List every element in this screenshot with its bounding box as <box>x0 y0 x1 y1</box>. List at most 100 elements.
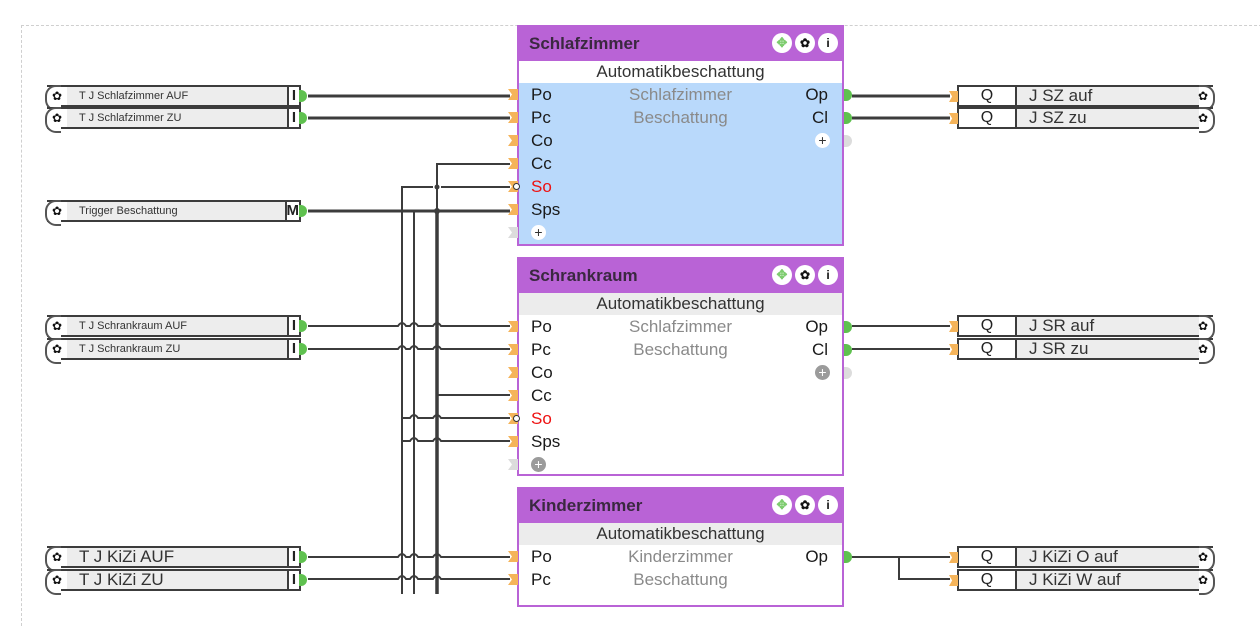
function-block-schrankraum[interactable]: Schrankraum ✥ ✿ i Automatikbeschattung P… <box>508 257 852 476</box>
input-label: Sps <box>531 200 561 219</box>
input-block[interactable]: ✿ T J KiZi ZU I <box>45 569 307 595</box>
input-port-co[interactable] <box>508 367 518 378</box>
add-input-icon[interactable]: + <box>531 457 546 472</box>
input-port-cc[interactable] <box>508 158 518 169</box>
output-port[interactable] <box>299 205 307 217</box>
input-port[interactable] <box>949 575 958 586</box>
input-port[interactable] <box>949 91 958 102</box>
input-port-sps[interactable] <box>508 204 518 215</box>
gear-icon[interactable]: ✿ <box>1197 573 1209 587</box>
output-label: Cl <box>811 340 828 359</box>
output-port[interactable] <box>299 574 307 586</box>
output-port[interactable] <box>299 551 307 563</box>
output-port-op[interactable] <box>844 89 852 101</box>
input-port-cc[interactable] <box>508 390 518 401</box>
gear-icon[interactable]: ✿ <box>1197 89 1209 103</box>
output-port[interactable] <box>299 90 307 102</box>
input-block[interactable]: ✿ T J Schrankraum ZU I <box>45 338 307 364</box>
input-block[interactable]: ✿ T J Schlafzimmer AUF I <box>45 85 307 111</box>
gear-icon[interactable]: ✿ <box>51 573 63 587</box>
gear-icon[interactable]: ✿ <box>51 550 63 564</box>
wire-sr-so <box>402 414 510 419</box>
output-label: Op <box>805 85 828 104</box>
add-input-icon[interactable]: + <box>531 225 546 240</box>
gear-icon[interactable]: ✿ <box>51 204 63 218</box>
gear-icon[interactable]: ✿ <box>51 319 63 333</box>
output-port-cl[interactable] <box>844 344 852 356</box>
input-port-po[interactable] <box>508 89 518 100</box>
block-title: Kinderzimmer <box>529 496 643 515</box>
gear-icon[interactable]: ✿ <box>1197 111 1209 125</box>
negation-icon <box>513 415 520 422</box>
block-header[interactable]: Schrankraum ✥ ✿ i <box>519 259 842 293</box>
output-name: J KiZi O auf <box>1017 548 1199 566</box>
output-block[interactable]: Q J SR auf ✿ <box>949 315 1215 341</box>
output-port-empty[interactable] <box>844 367 852 379</box>
gear-icon[interactable]: ✿ <box>51 342 63 356</box>
input-type: I <box>291 87 297 104</box>
output-port[interactable] <box>299 320 307 332</box>
function-block-schlafzimmer[interactable]: Schlafzimmer ✥ ✿ i Automatikbeschattung … <box>508 25 852 246</box>
input-port-po[interactable] <box>508 551 518 562</box>
input-port-empty[interactable] <box>508 227 518 238</box>
output-block[interactable]: Q J SZ zu ✿ <box>949 107 1215 133</box>
input-type: I <box>291 340 297 357</box>
output-block[interactable]: Q J SZ auf ✿ <box>949 85 1215 111</box>
input-port[interactable] <box>949 113 958 124</box>
junction-dot <box>434 184 440 190</box>
input-block[interactable]: ✿ T J Schlafzimmer ZU I <box>45 107 307 133</box>
gear-icon[interactable]: ✿ <box>795 495 815 515</box>
output-port-empty[interactable] <box>844 135 852 147</box>
wiring-layer <box>308 94 950 594</box>
info-icon[interactable]: i <box>818 495 838 515</box>
output-block[interactable]: Q J KiZi W auf ✿ <box>949 569 1215 595</box>
output-block[interactable]: Q J SR zu ✿ <box>949 338 1215 364</box>
block-header[interactable]: Schlafzimmer ✥ ✿ i <box>519 27 842 61</box>
function-block-kinderzimmer[interactable]: Kinderzimmer ✥ ✿ i Automatikbeschattung … <box>508 487 852 607</box>
info-icon[interactable]: i <box>818 33 838 53</box>
output-port[interactable] <box>299 112 307 124</box>
move-icon[interactable]: ✥ <box>772 265 792 285</box>
input-type: I <box>291 109 297 126</box>
input-block[interactable]: ✿ T J Schrankraum AUF I <box>45 315 307 341</box>
block-header[interactable]: Kinderzimmer ✥ ✿ i <box>519 489 842 523</box>
output-port-op[interactable] <box>844 321 852 333</box>
input-port-co[interactable] <box>508 135 518 146</box>
gear-icon[interactable]: ✿ <box>795 265 815 285</box>
output-port-op[interactable] <box>844 551 852 563</box>
wire-kizi-zu-pc <box>308 575 510 580</box>
add-output-icon[interactable]: + <box>815 133 830 148</box>
input-port-empty[interactable] <box>508 459 518 470</box>
block-body: Po Schlafzimmer Op Pc Beschattung Cl Co … <box>508 315 852 474</box>
info-icon[interactable]: i <box>818 265 838 285</box>
input-block[interactable]: ✿ Trigger Beschattung M <box>45 200 307 226</box>
input-port-pc[interactable] <box>508 574 518 585</box>
output-port-cl[interactable] <box>844 112 852 124</box>
input-port[interactable] <box>949 321 958 332</box>
gear-icon[interactable]: ✿ <box>1197 319 1209 333</box>
move-icon[interactable]: ✥ <box>772 33 792 53</box>
gear-icon[interactable]: ✿ <box>51 111 63 125</box>
input-label: Po <box>531 85 552 104</box>
input-port-sps[interactable] <box>508 436 518 447</box>
output-port[interactable] <box>299 343 307 355</box>
output-block[interactable]: Q J KiZi O auf ✿ <box>949 546 1215 572</box>
input-port[interactable] <box>949 552 958 563</box>
input-block[interactable]: ✿ T J KiZi AUF I <box>45 546 307 572</box>
output-type: Q <box>959 109 1017 127</box>
input-port-pc[interactable] <box>508 344 518 355</box>
move-icon[interactable]: ✥ <box>772 495 792 515</box>
gear-icon[interactable]: ✿ <box>1197 342 1209 356</box>
gear-icon[interactable]: ✿ <box>51 89 63 103</box>
gear-icon[interactable]: ✿ <box>795 33 815 53</box>
output-name: J SR auf <box>1017 317 1199 335</box>
output-label: Op <box>805 547 828 566</box>
block-description: Beschattung <box>633 108 728 127</box>
input-label: Pc <box>531 570 551 589</box>
input-port[interactable] <box>949 344 958 355</box>
gear-icon[interactable]: ✿ <box>1197 550 1209 564</box>
output-type: Q <box>959 571 1017 589</box>
input-port-pc[interactable] <box>508 112 518 123</box>
add-output-icon[interactable]: + <box>815 365 830 380</box>
input-port-po[interactable] <box>508 321 518 332</box>
